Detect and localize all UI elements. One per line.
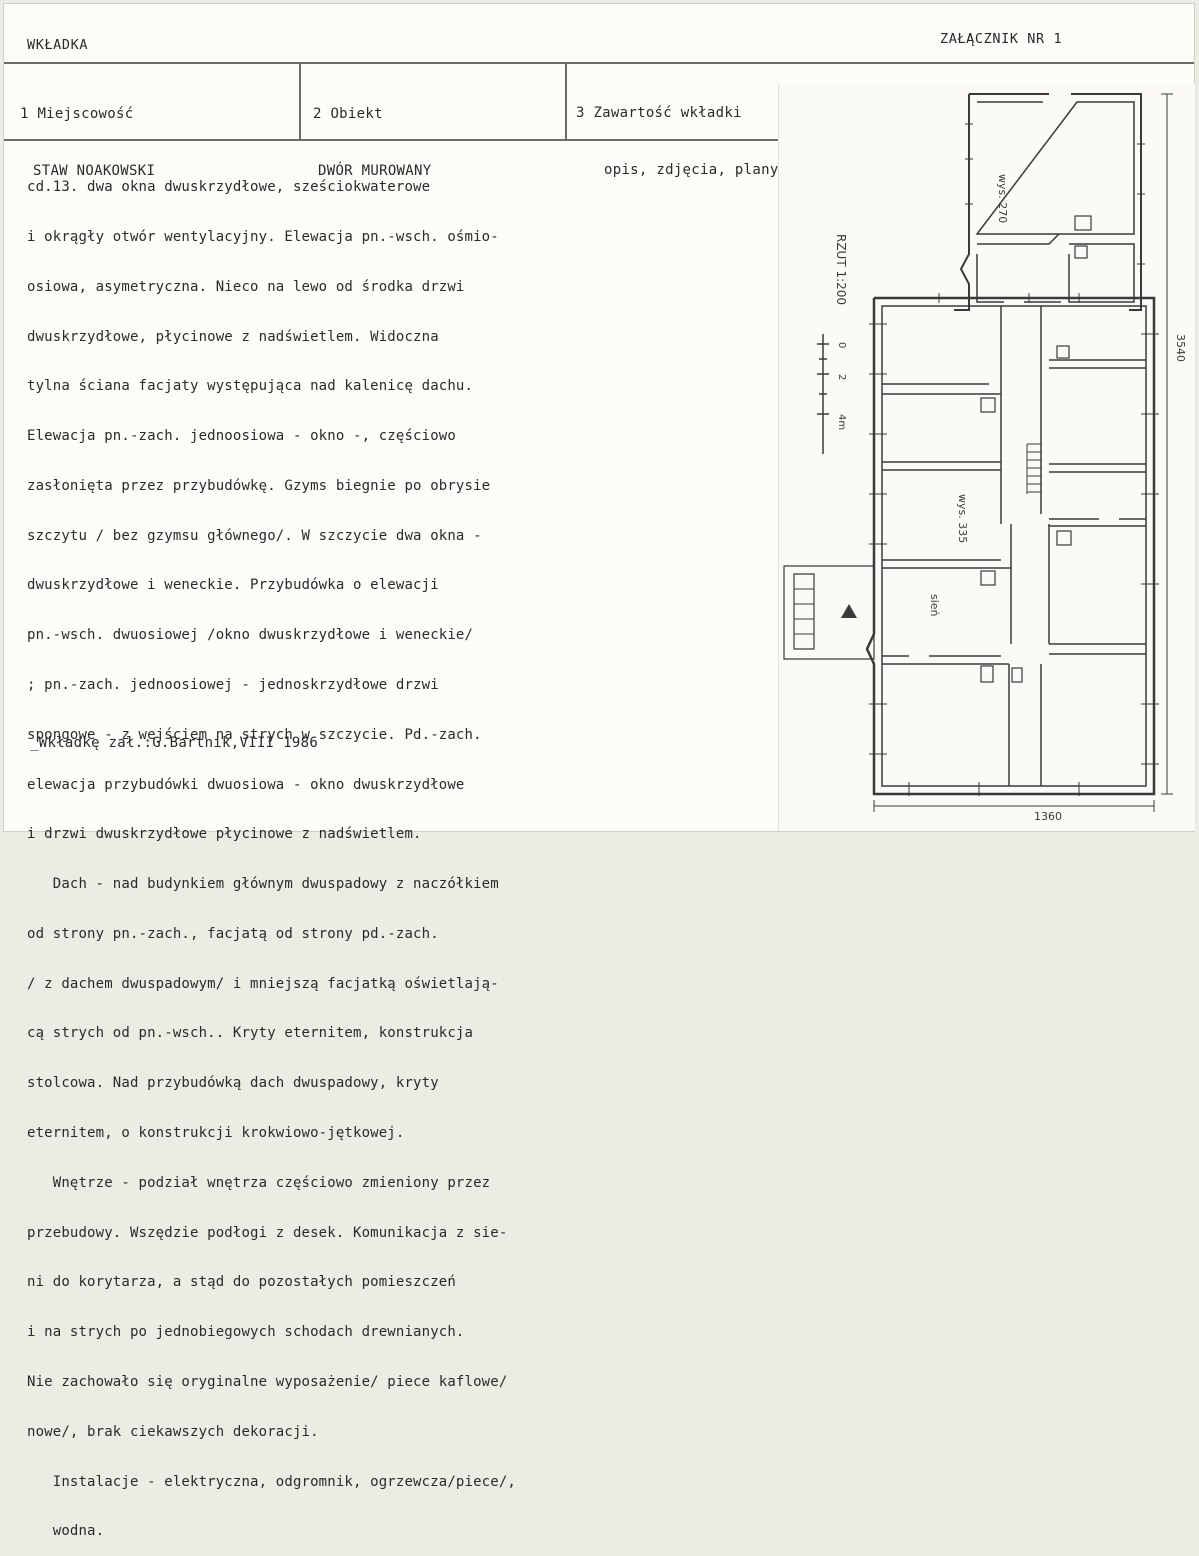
text-line: eternitem, o konstrukcji krokwiowo-jętko… <box>27 1125 405 1142</box>
field-divider-2 <box>565 62 567 140</box>
field-divider-1 <box>299 62 301 140</box>
wall <box>969 93 1142 311</box>
floor-plan-clipping: RZUT 1:200 0 2 4m wys. 270 wys. 335 sień… <box>778 84 1195 831</box>
text-line: dwuskrzydłowe, płycinowe z nadświetlem. … <box>27 328 439 345</box>
field-contents-label: 3 Zawartość wkładki <box>576 105 742 121</box>
text-line: nowe/, brak ciekawszych dekoracji. <box>27 1423 319 1440</box>
text-line: Wnętrze - podział wnętrza częściowo zmie… <box>27 1174 491 1191</box>
text-line: ni do korytarza, a stąd do pozostałych p… <box>27 1274 456 1291</box>
entrance-arrow-icon <box>841 604 857 618</box>
description-text: cd.13. dwa okna dwuskrzydłowe, sześciokw… <box>27 146 607 1556</box>
wall <box>881 305 1147 787</box>
wall <box>975 101 1135 235</box>
text-line: elewacja przybudówki dwuosiowa - okno dw… <box>27 776 465 793</box>
text-line: cą strych od pn.-wsch.. Kryty eternitem,… <box>27 1025 474 1042</box>
text-line: i drzwi dwuskrzydłowe płycinowe z nadświ… <box>27 826 422 843</box>
wall <box>1049 359 1146 369</box>
text-line: i na strych po jednobiegowych schodach d… <box>27 1324 465 1341</box>
room-label-hall: sień <box>928 594 941 617</box>
wall <box>954 94 970 311</box>
text-line: Nie zachowało się oryginalne wyposażenie… <box>27 1373 508 1390</box>
field-locality-label: 1 Miejscowość <box>20 106 134 122</box>
text-line: przebudowy. Wszędzie podłogi z desek. Ko… <box>27 1224 508 1241</box>
card-header-left: WKŁADKA <box>27 37 89 53</box>
text-line: Instalacje - elektryczna, odgromnik, ogr… <box>27 1473 516 1490</box>
field-locality-value: STAW NOAKOWSKI <box>33 163 156 179</box>
scale-tick-2: 2 <box>836 374 847 380</box>
floor-plan-drawing: RZUT 1:200 0 2 4m wys. 270 wys. 335 sień… <box>783 93 1187 823</box>
room-height-middle: wys. 335 <box>956 494 969 543</box>
text-line: cd.13. dwa okna dwuskrzydłowe, sześciokw… <box>27 179 431 196</box>
wall <box>882 383 1001 395</box>
stoves <box>980 215 1092 683</box>
wall <box>1049 463 1146 473</box>
porch-steps <box>794 588 814 635</box>
stairs <box>1026 443 1041 494</box>
text-line: zasłonięta przez przybudówkę. Gzyms bieg… <box>27 477 491 494</box>
fields-rule <box>4 139 779 141</box>
wall <box>1049 643 1146 655</box>
wall <box>882 559 1011 569</box>
header-rule <box>4 62 1194 64</box>
text-line: ; pn.-zach. jednoosiowej - jednoskrzydło… <box>27 677 439 693</box>
field-object-value: DWÓR MUROWANY <box>318 163 432 179</box>
text-line: od strony pn.-zach., facjatą od strony p… <box>27 925 439 942</box>
wall <box>976 254 1061 303</box>
plan-title: RZUT 1:200 <box>834 234 848 305</box>
scale-tick-0: 0 <box>836 342 847 348</box>
text-line: stolcowa. Nad przybudówką dach dwuspadow… <box>27 1075 439 1092</box>
signature-line: _Wkładkę zał.:G.Bartnik,VIII 1986 <box>30 735 319 751</box>
text-line: tylna ściana facjaty występująca nad kal… <box>27 378 474 395</box>
wall <box>865 296 1156 796</box>
text-line: spongowe - z wejściem na strych w szczyc… <box>27 726 482 743</box>
text-line: szczytu / bez gzymsu głównego/. W szczyc… <box>27 527 482 544</box>
card-header-right: ZAŁĄCZNIK NR 1 <box>940 31 1063 47</box>
dimension-width-label: 1360 <box>1034 810 1062 823</box>
field-contents-value: opis, zdjęcia, plany <box>604 162 779 178</box>
wall <box>882 655 1009 665</box>
dimension-height-label: 3540 <box>1174 334 1187 362</box>
text-line: wodna. <box>27 1523 105 1540</box>
wall <box>1000 306 1012 786</box>
field-locality: 1 Miejscowość STAW NOAKOWSKI <box>20 67 155 200</box>
wall <box>1049 518 1146 527</box>
scale-bar <box>817 334 829 454</box>
window-marks <box>869 123 1159 796</box>
field-contents: 3 Zawartość wkładki opis, zdjęcia, plany <box>576 66 779 199</box>
room-height-upper: wys. 270 <box>996 174 1009 223</box>
porch <box>783 565 875 660</box>
text-line: osiowa, asymetryczna. Nieco na lewo od ś… <box>27 278 465 295</box>
text-line: Dach - nad budynkiem głównym dwuspadowy … <box>27 876 499 893</box>
text-line: pn.-wsch. dwuosiowej /okno dwuskrzydłowe… <box>27 627 474 644</box>
text-line: dwuskrzydłowe i weneckie. Przybudówka o … <box>27 577 439 594</box>
text-line: i okrągły otwór wentylacyjny. Elewacja p… <box>27 228 499 245</box>
scale-tick-4m: 4m <box>836 414 847 430</box>
dimension-height <box>1161 93 1173 795</box>
text-line: Elewacja pn.-zach. jednoosiowa - okno -,… <box>27 428 456 445</box>
wall <box>1040 306 1050 786</box>
text-line: / z dachem dwuspadowym/ i mniejszą facja… <box>27 975 499 992</box>
dimension-width <box>873 800 1155 812</box>
wall <box>882 461 1001 471</box>
field-object: 2 Obiekt DWÓR MUROWANY <box>313 67 431 200</box>
field-object-label: 2 Obiekt <box>313 106 383 122</box>
wall <box>977 233 1135 303</box>
